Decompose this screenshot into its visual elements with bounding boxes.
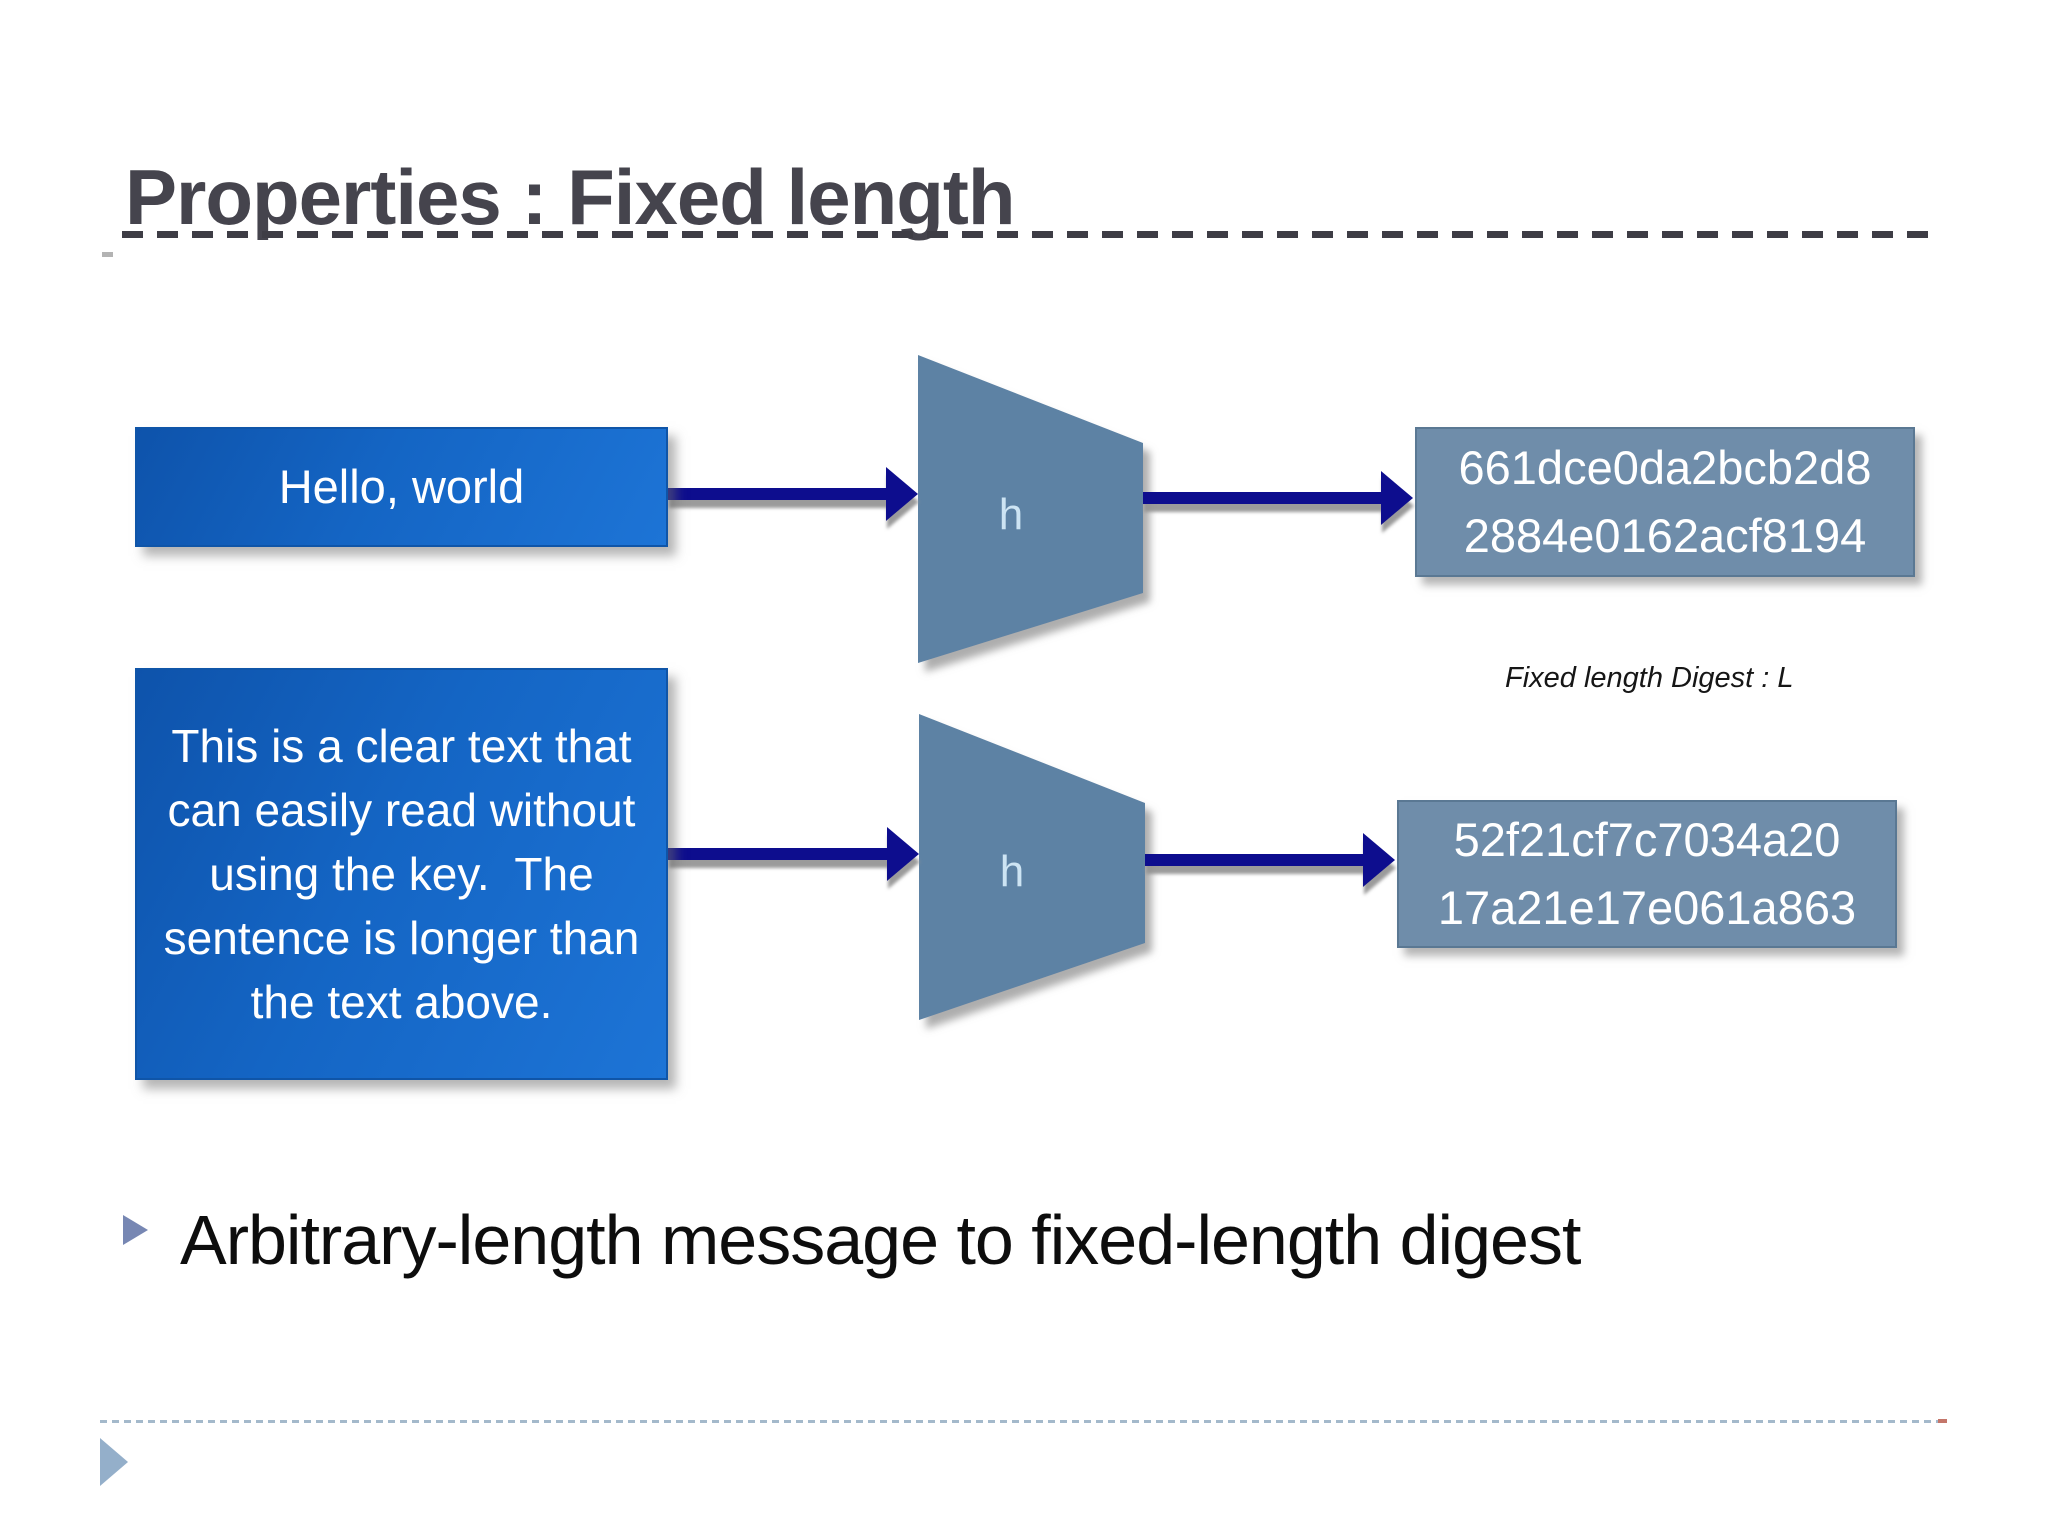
hash-funnel-bottom [919, 714, 1145, 1020]
footer-line-end-tick [1938, 1419, 1947, 1423]
title-underline-dashed [122, 231, 1936, 238]
footer-dashed-line [100, 1420, 1938, 1423]
message-short-text: Hello, world [278, 460, 525, 513]
digest1-line1: 661dce0da2bcb2d8 [1458, 441, 1872, 494]
hash-function-label-top: h [998, 490, 1024, 539]
arrow-hash2-to-digest2 [1145, 833, 1395, 887]
digest-caption: Fixed length Digest : L [1505, 662, 1794, 694]
message-long-line: sentence is longer than [163, 912, 640, 964]
title-left-tick [102, 252, 113, 257]
digest2-line1: 52f21cf7c7034a20 [1453, 813, 1841, 866]
digest-box-1: 661dce0da2bcb2d8 2884e0162acf8194 [1415, 427, 1915, 577]
footer-arrow-icon [100, 1438, 128, 1486]
message-long-line: the text above. [250, 976, 553, 1028]
message-long-line: using the key. The [209, 848, 594, 900]
message-box-short: Hello, world [135, 427, 668, 547]
arrow-hash1-to-digest1 [1143, 471, 1413, 525]
digest-box-2: 52f21cf7c7034a20 17a21e17e061a863 [1397, 800, 1897, 948]
message-long-line: This is a clear text that [171, 720, 632, 772]
message-box-long: This is a clear text that can easily rea… [135, 668, 668, 1080]
message-long-line: can easily read without [167, 784, 636, 836]
page-title: Properties : Fixed length [125, 153, 1015, 241]
bullet-triangle-icon [123, 1215, 148, 1245]
arrow-message2-to-hash2 [668, 827, 919, 881]
bullet-text: Arbitrary-length message to fixed-length… [180, 1201, 1581, 1279]
hash-function-label-bottom: h [999, 847, 1025, 896]
digest2-line2: 17a21e17e061a863 [1437, 881, 1857, 934]
arrow-message1-to-hash1 [668, 467, 918, 521]
digest1-line2: 2884e0162acf8194 [1463, 509, 1867, 562]
hash-funnel-top [918, 355, 1143, 663]
